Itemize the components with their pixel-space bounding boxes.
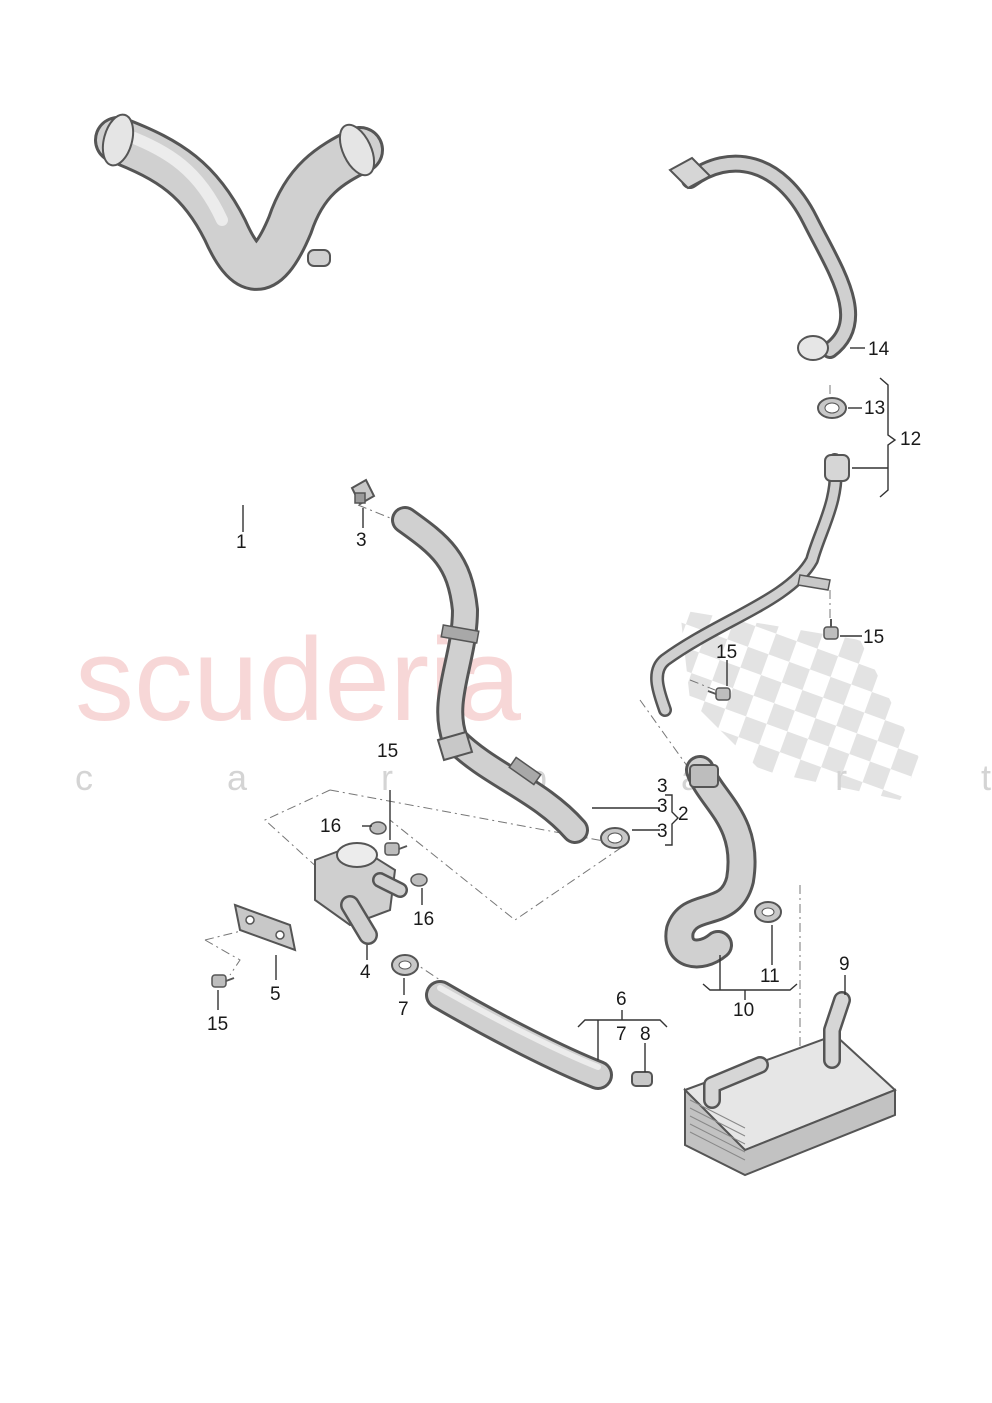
part-7-hose-clamp	[391, 954, 419, 976]
callout-14: 14	[868, 339, 890, 360]
part-3-hose-clamp-lower	[600, 827, 630, 849]
callout-6: 6	[616, 989, 627, 1010]
bolt-icon	[707, 687, 731, 701]
callout-3-c: 3	[657, 821, 668, 842]
checkered-flag-icon	[680, 610, 920, 800]
part-4-valve-housing	[314, 842, 408, 945]
callout-9: 9	[839, 954, 850, 975]
callout-15-mid: 15	[716, 642, 737, 663]
callout-10: 10	[733, 1000, 754, 1021]
part-9-oil-cooler	[683, 991, 897, 1177]
callout-15-left: 15	[377, 741, 398, 762]
part-11-hose-clamp	[754, 901, 782, 923]
callout-12: 12	[900, 429, 921, 450]
callout-7-right: 7	[616, 1024, 627, 1045]
part-14-upper-pipe	[668, 154, 858, 361]
part-13-hose-clamp	[817, 397, 847, 419]
callout-3-b: 3	[657, 796, 668, 817]
part-8-hose-clamp	[631, 1071, 653, 1087]
callout-11: 11	[760, 966, 780, 987]
bolt-icon	[823, 619, 839, 640]
part-10-coolant-hose	[664, 755, 757, 969]
callout-7-left: 7	[398, 999, 409, 1020]
bolt-icon	[384, 842, 408, 856]
callouts: 1 2 3 3 3 3 4 5 6 7 7 8 9 10 11 12 13 14…	[207, 339, 921, 1045]
part-6-lower-hose	[425, 980, 613, 1090]
part-1-coolant-pipe	[94, 113, 384, 291]
callout-1: 1	[236, 532, 247, 553]
assembly-lines	[204, 385, 831, 1085]
callout-15-bottom: 15	[207, 1014, 228, 1035]
callout-16-left: 16	[320, 816, 341, 837]
callout-8: 8	[640, 1024, 651, 1045]
callout-15-right: 15	[863, 627, 884, 648]
fasteners	[211, 619, 839, 988]
part-12-coolant-pipe	[650, 453, 850, 717]
callout-2: 2	[678, 804, 689, 825]
callout-13: 13	[864, 398, 885, 419]
callout-4: 4	[360, 962, 371, 983]
callout-16-right: 16	[413, 909, 434, 930]
bolt-icon	[211, 974, 235, 988]
part-3-hose-clamp	[350, 478, 376, 506]
nut-icon	[369, 821, 387, 835]
part-2-coolant-line	[391, 506, 589, 844]
callout-3-upper: 3	[356, 530, 367, 551]
callout-5: 5	[270, 984, 281, 1005]
nut-icon	[410, 873, 428, 887]
leader-lines	[217, 347, 897, 1072]
callout-3-a: 3	[657, 776, 668, 797]
part-5-bracket	[233, 903, 297, 952]
